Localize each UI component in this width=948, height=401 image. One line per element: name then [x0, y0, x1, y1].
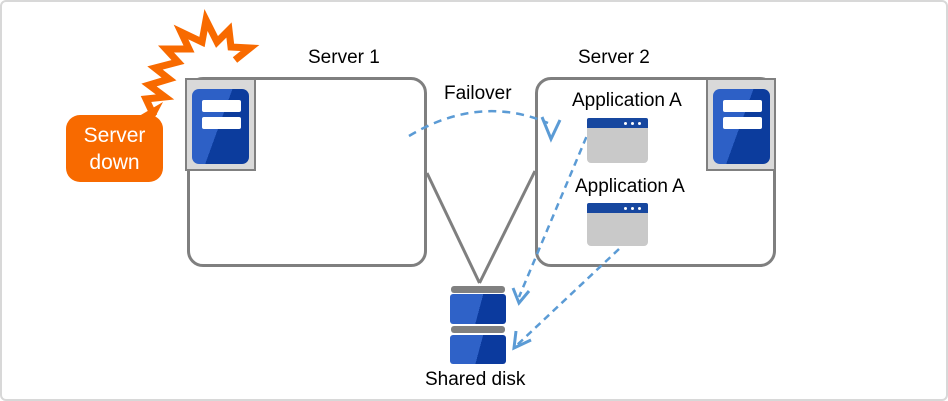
server-down-callout: Server down — [66, 115, 163, 182]
server-drive-bar — [202, 117, 241, 129]
server-drive-bar — [723, 100, 762, 112]
app2-disk-arrowhead — [512, 330, 532, 351]
server-drive-bar — [202, 100, 241, 112]
disk-cap — [451, 286, 505, 293]
window-body — [587, 128, 648, 163]
server1-disk-line — [425, 172, 481, 284]
window-titlebar — [587, 118, 648, 128]
application1-label: Application A — [572, 90, 682, 111]
disk-unit — [450, 335, 506, 364]
window-titlebar — [587, 203, 648, 213]
application2-label: Application A — [575, 176, 685, 197]
server-down-label-line2: down — [89, 150, 140, 174]
window-dot-icon — [631, 121, 634, 125]
failover-label: Failover — [444, 83, 512, 104]
window-body — [587, 213, 648, 246]
window-dot-icon — [624, 121, 627, 125]
server2-tower-icon — [713, 89, 770, 164]
shared-disk-label: Shared disk — [425, 369, 526, 390]
window-dot-icon — [624, 206, 627, 210]
app1-disk-arrowhead — [511, 287, 531, 306]
window-dot-icon — [638, 206, 641, 210]
application2-window-icon — [587, 203, 648, 246]
failover-arrow — [408, 109, 549, 138]
server2-label: Server 2 — [578, 47, 650, 68]
window-dot-icon — [638, 121, 641, 125]
shared-disk-icon — [450, 286, 506, 364]
server2-disk-line — [478, 170, 537, 284]
server2-icon — [706, 78, 776, 171]
disk-unit — [450, 294, 506, 324]
server-drive-bar — [723, 117, 762, 129]
server1-tower-icon — [192, 89, 249, 164]
application1-window-icon — [587, 118, 648, 163]
server1-label: Server 1 — [308, 47, 380, 68]
server-down-label-line1: Server — [83, 123, 146, 147]
disk-cap — [451, 326, 505, 333]
window-dot-icon — [631, 206, 634, 210]
server1-icon — [185, 78, 256, 171]
